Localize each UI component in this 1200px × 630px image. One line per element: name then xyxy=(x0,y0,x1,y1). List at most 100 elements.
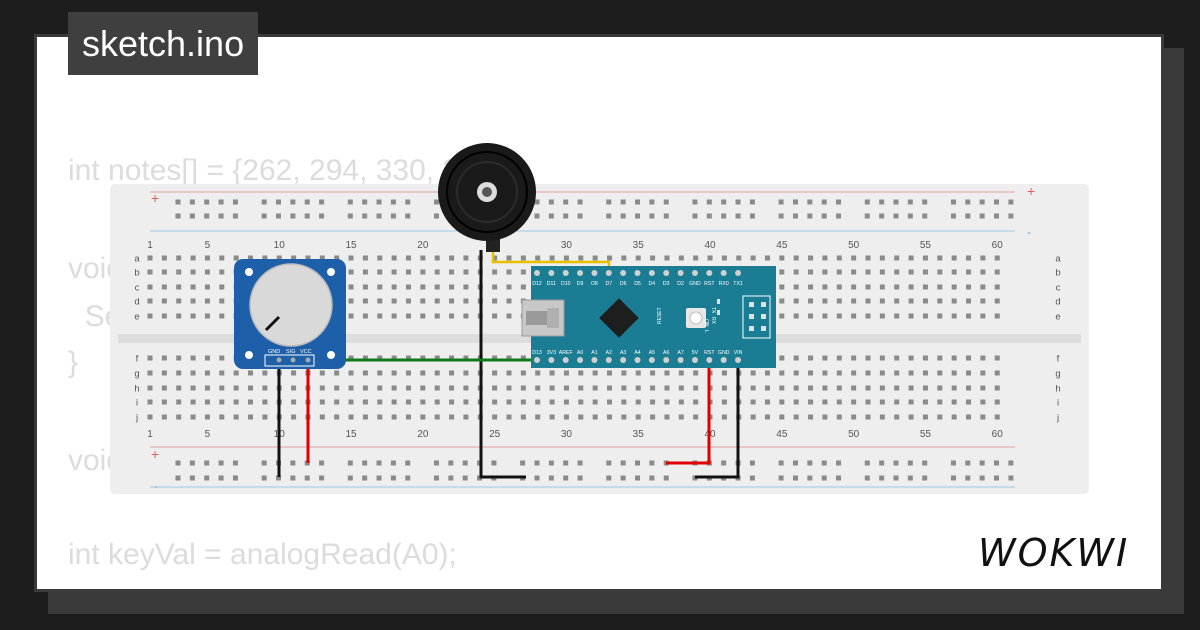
breadboard-hole[interactable] xyxy=(966,269,972,275)
breadboard-hole[interactable] xyxy=(980,313,986,319)
breadboard-hole[interactable] xyxy=(348,284,354,290)
breadboard-hole[interactable] xyxy=(161,269,167,275)
breadboard-hole[interactable] xyxy=(994,414,1000,420)
breadboard-hole[interactable] xyxy=(147,355,153,361)
rail-hole[interactable] xyxy=(448,475,454,481)
breadboard-hole[interactable] xyxy=(966,298,972,304)
breadboard-hole[interactable] xyxy=(147,255,153,261)
nano-pin[interactable] xyxy=(663,357,670,363)
breadboard-hole[interactable] xyxy=(391,269,397,275)
nano-pin[interactable] xyxy=(620,357,627,363)
rail-hole[interactable] xyxy=(1008,475,1014,481)
rail-hole[interactable] xyxy=(663,213,669,219)
breadboard-hole[interactable] xyxy=(578,414,584,420)
breadboard-hole[interactable] xyxy=(851,370,857,376)
rail-hole[interactable] xyxy=(390,475,396,481)
breadboard-hole[interactable] xyxy=(190,399,196,405)
rail-hole[interactable] xyxy=(778,199,784,205)
breadboard-hole[interactable] xyxy=(492,255,498,261)
breadboard-hole[interactable] xyxy=(362,298,368,304)
rail-hole[interactable] xyxy=(290,475,296,481)
breadboard-hole[interactable] xyxy=(937,399,943,405)
nano-pin[interactable] xyxy=(706,270,713,276)
breadboard-hole[interactable] xyxy=(879,255,885,261)
rail-hole[interactable] xyxy=(204,213,210,219)
rail-hole[interactable] xyxy=(706,199,712,205)
rail-hole[interactable] xyxy=(879,199,885,205)
breadboard-hole[interactable] xyxy=(506,399,512,405)
rail-hole[interactable] xyxy=(304,213,310,219)
breadboard-hole[interactable] xyxy=(650,399,656,405)
rail-hole[interactable] xyxy=(1008,199,1014,205)
breadboard-hole[interactable] xyxy=(219,370,225,376)
breadboard-hole[interactable] xyxy=(951,298,957,304)
rail-hole[interactable] xyxy=(907,475,913,481)
breadboard-hole[interactable] xyxy=(362,313,368,319)
breadboard-hole[interactable] xyxy=(405,255,411,261)
breadboard-hole[interactable] xyxy=(391,255,397,261)
breadboard-hole[interactable] xyxy=(391,385,397,391)
breadboard-hole[interactable] xyxy=(362,414,368,420)
breadboard-hole[interactable] xyxy=(621,385,627,391)
breadboard-hole[interactable] xyxy=(291,370,297,376)
breadboard-hole[interactable] xyxy=(176,414,182,420)
rail-hole[interactable] xyxy=(534,213,540,219)
breadboard-hole[interactable] xyxy=(793,370,799,376)
rail-hole[interactable] xyxy=(189,199,195,205)
breadboard-hole[interactable] xyxy=(520,370,526,376)
rail-hole[interactable] xyxy=(692,199,698,205)
breadboard-hole[interactable] xyxy=(822,370,828,376)
rail-hole[interactable] xyxy=(577,199,583,205)
breadboard-hole[interactable] xyxy=(161,298,167,304)
breadboard-hole[interactable] xyxy=(908,313,914,319)
rail-hole[interactable] xyxy=(778,460,784,466)
breadboard-hole[interactable] xyxy=(219,269,225,275)
breadboard-hole[interactable] xyxy=(836,269,842,275)
breadboard-hole[interactable] xyxy=(535,385,541,391)
breadboard-hole[interactable] xyxy=(204,313,210,319)
rail-hole[interactable] xyxy=(950,213,956,219)
breadboard-hole[interactable] xyxy=(362,399,368,405)
rail-hole[interactable] xyxy=(735,213,741,219)
rail-hole[interactable] xyxy=(606,213,612,219)
rail-hole[interactable] xyxy=(749,199,755,205)
breadboard-hole[interactable] xyxy=(204,355,210,361)
breadboard-hole[interactable] xyxy=(621,414,627,420)
breadboard-hole[interactable] xyxy=(851,284,857,290)
nano-pin[interactable] xyxy=(577,357,584,363)
breadboard-hole[interactable] xyxy=(204,269,210,275)
breadboard-hole[interactable] xyxy=(951,355,957,361)
rail-hole[interactable] xyxy=(390,199,396,205)
breadboard-hole[interactable] xyxy=(449,370,455,376)
nano-pin[interactable] xyxy=(648,357,655,363)
breadboard-hole[interactable] xyxy=(980,298,986,304)
breadboard-hole[interactable] xyxy=(908,255,914,261)
breadboard-hole[interactable] xyxy=(463,370,469,376)
rail-hole[interactable] xyxy=(663,475,669,481)
breadboard-hole[interactable] xyxy=(836,385,842,391)
breadboard-hole[interactable] xyxy=(865,399,871,405)
rail-hole[interactable] xyxy=(218,475,224,481)
rail-hole[interactable] xyxy=(922,475,928,481)
breadboard-hole[interactable] xyxy=(793,298,799,304)
breadboard-hole[interactable] xyxy=(894,255,900,261)
breadboard-hole[interactable] xyxy=(291,414,297,420)
rail-hole[interactable] xyxy=(376,199,382,205)
breadboard-hole[interactable] xyxy=(994,385,1000,391)
breadboard-hole[interactable] xyxy=(764,399,770,405)
breadboard-hole[interactable] xyxy=(434,313,440,319)
nano-pin[interactable] xyxy=(548,357,555,363)
breadboard-hole[interactable] xyxy=(994,370,1000,376)
breadboard-hole[interactable] xyxy=(836,298,842,304)
breadboard-hole[interactable] xyxy=(334,414,340,420)
breadboard-hole[interactable] xyxy=(607,385,613,391)
breadboard-hole[interactable] xyxy=(204,370,210,376)
breadboard-hole[interactable] xyxy=(463,355,469,361)
breadboard-hole[interactable] xyxy=(449,284,455,290)
breadboard-hole[interactable] xyxy=(190,313,196,319)
breadboard-hole[interactable] xyxy=(434,414,440,420)
breadboard-hole[interactable] xyxy=(908,298,914,304)
rail-hole[interactable] xyxy=(390,460,396,466)
rail-hole[interactable] xyxy=(807,199,813,205)
rail-hole[interactable] xyxy=(362,475,368,481)
